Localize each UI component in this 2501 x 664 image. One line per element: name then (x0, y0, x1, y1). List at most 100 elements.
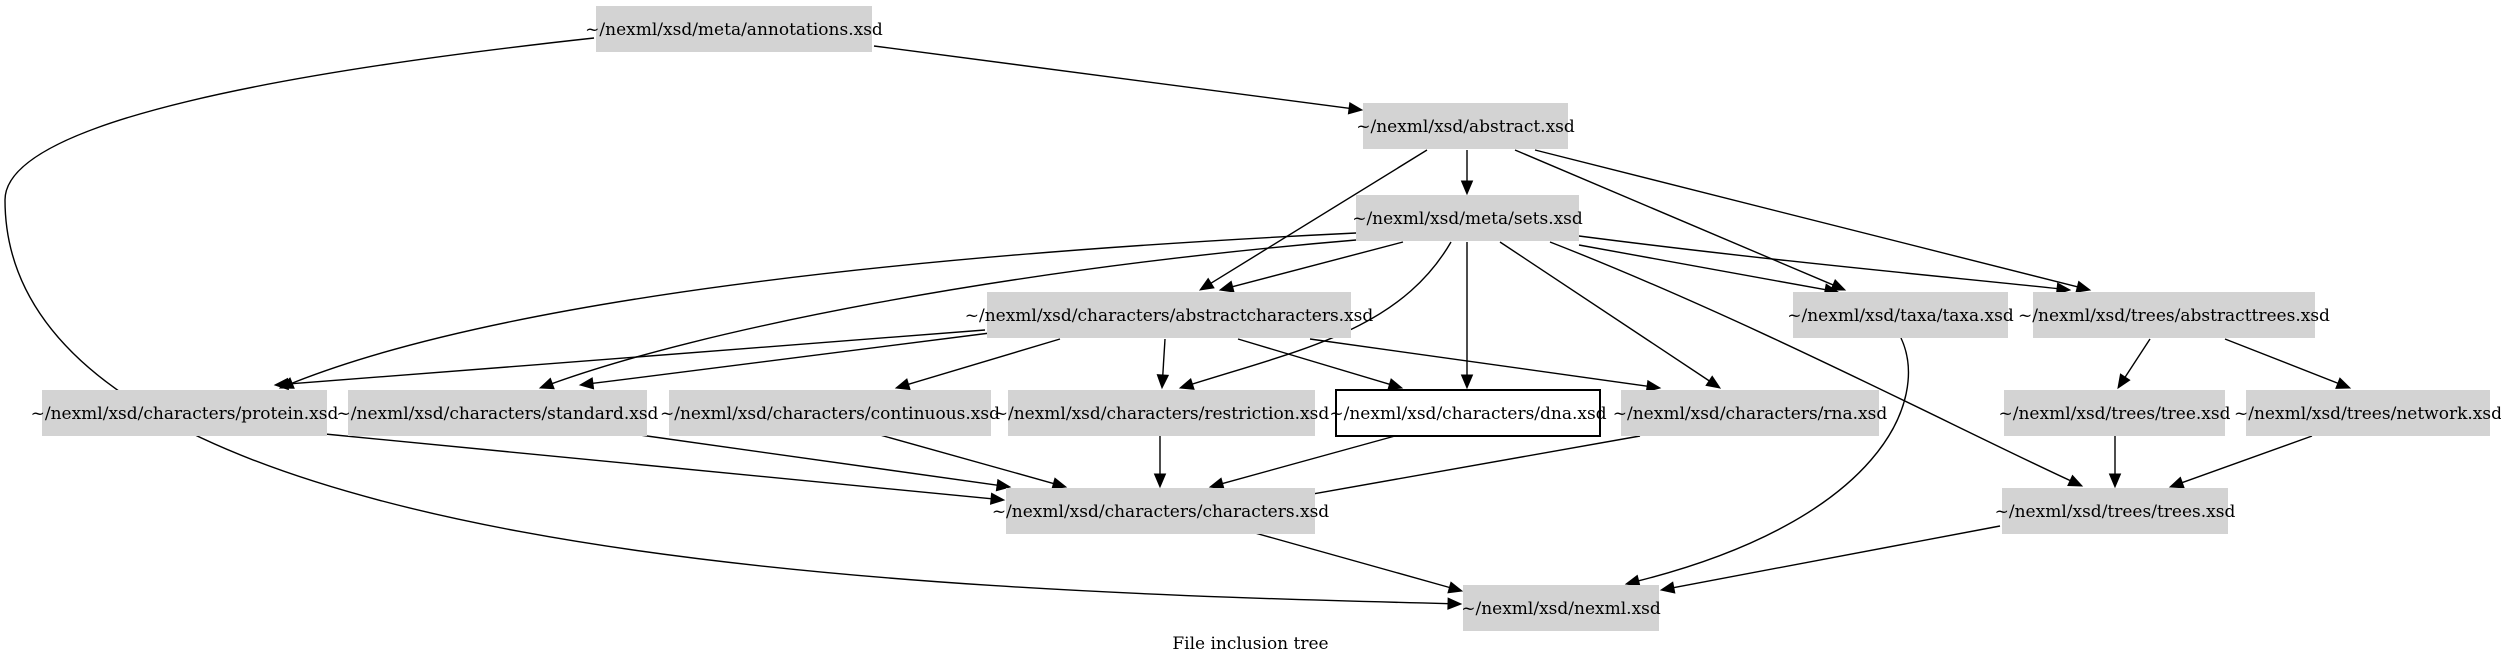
node-label: ~/nexml/xsd/abstract.xsd (1356, 117, 1575, 137)
edge-line (1549, 241, 2072, 482)
node-label: ~/nexml/xsd/trees/tree.xsd (1999, 404, 2231, 424)
arrow-head (1208, 477, 1225, 490)
node-box (1363, 103, 1568, 149)
edge-sets-to-trees (1549, 241, 2084, 487)
nodes-layer: ~/nexml/xsd/meta/annotations.xsd ~/nexml/… (31, 6, 2501, 631)
node-abstracttrees[interactable]: ~/nexml/xsd/trees/abstracttrees.xsd (2018, 292, 2330, 338)
edge-rna-to-characters (1288, 435, 1641, 502)
edge-line (2224, 338, 2340, 385)
edge-network-to-trees (2168, 435, 2313, 489)
arrow-head (2108, 473, 2122, 489)
diagram-caption: File inclusion tree (1172, 634, 1329, 654)
edge-line (879, 434, 1055, 485)
node-box (1793, 292, 2008, 338)
node-characters[interactable]: ~/nexml/xsd/characters/characters.xsd (992, 488, 1329, 534)
edge-line (290, 232, 1357, 385)
edge-sets-to-abstracttrees (1578, 235, 2072, 295)
node-dna[interactable]: ~/nexml/xsd/characters/dna.xsd (1329, 389, 1607, 437)
node-continuous[interactable]: ~/nexml/xsd/characters/continuous.xsd (660, 390, 1000, 436)
arrow-head (1705, 375, 1722, 389)
node-label: ~/nexml/xsd/taxa/taxa.xsd (1787, 306, 2014, 326)
node-sets[interactable]: ~/nexml/xsd/meta/sets.xsd (1352, 195, 1583, 241)
node-box (987, 292, 1351, 338)
edge-abstract-to-taxa (1514, 149, 1847, 291)
arrow-head (1387, 378, 1404, 391)
node-box (348, 390, 647, 436)
arrow-head (2168, 476, 2185, 489)
edge-line (324, 433, 993, 500)
arrow-head (1460, 180, 1474, 196)
arrow-head (1447, 597, 1463, 610)
node-box (1621, 390, 1879, 436)
arrow-head (2075, 280, 2092, 293)
arrow-head (1645, 379, 1662, 393)
arrow-head (1460, 374, 1474, 390)
arrow-head (894, 378, 911, 391)
node-network[interactable]: ~/nexml/xsd/trees/network.xsd (2234, 390, 2501, 436)
edge-line (1221, 435, 1396, 485)
node-taxa[interactable]: ~/nexml/xsd/taxa/taxa.xsd (1787, 292, 2014, 338)
edge-line (639, 434, 999, 487)
arrow-head (1218, 280, 1235, 293)
edge-line (907, 338, 1061, 386)
node-box (1335, 389, 1601, 437)
edge-trees-to-nexml (1659, 525, 2001, 594)
node-tree[interactable]: ~/nexml/xsd/trees/tree.xsd (1999, 390, 2231, 436)
edge-sets-to-standard (538, 239, 1357, 390)
node-abstract[interactable]: ~/nexml/xsd/abstract.xsd (1356, 103, 1575, 149)
edge-taxa-to-nexml (1624, 337, 1910, 587)
arrow-head (2117, 373, 2131, 390)
arrow-head (578, 377, 595, 390)
arrow-head (1051, 477, 1068, 490)
node-trees[interactable]: ~/nexml/xsd/trees/trees.xsd (1995, 488, 2236, 534)
edge-line (1499, 241, 1711, 382)
edge-line (1237, 338, 1391, 386)
edge-sets-to-rna (1499, 241, 1722, 389)
edge-line (591, 332, 991, 385)
edge-line (2123, 338, 2151, 379)
node-protein[interactable]: ~/nexml/xsd/characters/protein.xsd (31, 390, 339, 436)
edges-layer (4, 37, 2352, 610)
node-label: ~/nexml/xsd/trees/network.xsd (2234, 404, 2501, 424)
node-label: ~/nexml/xsd/characters/standard.xsd (337, 404, 659, 424)
edge-line (286, 329, 986, 385)
node-nexml[interactable]: ~/nexml/xsd/nexml.xsd (1461, 585, 1661, 631)
edge-continuous-to-characters (879, 434, 1068, 490)
edge-line (2181, 435, 2313, 484)
edge-tree-to-trees (2108, 436, 2122, 489)
edge-standard-to-characters (639, 434, 1012, 492)
node-abstractcharacters[interactable]: ~/nexml/xsd/characters/abstractcharacter… (965, 292, 1374, 338)
arrow-head (1624, 574, 1641, 587)
edge-abstract-to-sets (1460, 150, 1474, 196)
edge-sets-to-dna (1460, 242, 1474, 390)
node-restriction[interactable]: ~/nexml/xsd/characters/restriction.xsd (994, 390, 1330, 436)
node-rna[interactable]: ~/nexml/xsd/characters/rna.xsd (1613, 390, 1888, 436)
node-box (1356, 195, 1579, 241)
edge-abstract-to-abstractcharacters (1198, 149, 1428, 291)
edge-abstractcharacters-to-restriction (1156, 338, 1170, 390)
edge-abstractcharacters-to-continuous (894, 338, 1061, 391)
node-annotations[interactable]: ~/nexml/xsd/meta/annotations.xsd (585, 6, 883, 52)
node-box (2002, 488, 2228, 534)
arrow-head (995, 478, 1012, 492)
arrow-head (2067, 474, 2084, 487)
node-label: ~/nexml/xsd/characters/dna.xsd (1329, 404, 1606, 424)
node-standard[interactable]: ~/nexml/xsd/characters/standard.xsd (337, 390, 659, 436)
edge-line (1254, 532, 1451, 589)
arrow-head (1198, 277, 1215, 291)
node-label: ~/nexml/xsd/characters/characters.xsd (992, 502, 1329, 522)
node-label: ~/nexml/xsd/characters/continuous.xsd (660, 404, 1000, 424)
node-box (2246, 390, 2490, 436)
edge-abstractcharacters-to-standard (578, 332, 991, 390)
edge-restriction-to-characters (1153, 435, 1167, 489)
arrow-head (1178, 377, 1195, 390)
node-label: ~/nexml/xsd/meta/sets.xsd (1352, 209, 1583, 229)
node-label: ~/nexml/xsd/trees/trees.xsd (1995, 502, 2236, 522)
arrow-head (1830, 278, 1847, 291)
edge-line (551, 239, 1357, 385)
edge-line (1514, 149, 1835, 286)
edge-annotations-to-nexml (4, 37, 1463, 610)
edge-line (1231, 241, 1404, 288)
node-box (1006, 488, 1315, 534)
